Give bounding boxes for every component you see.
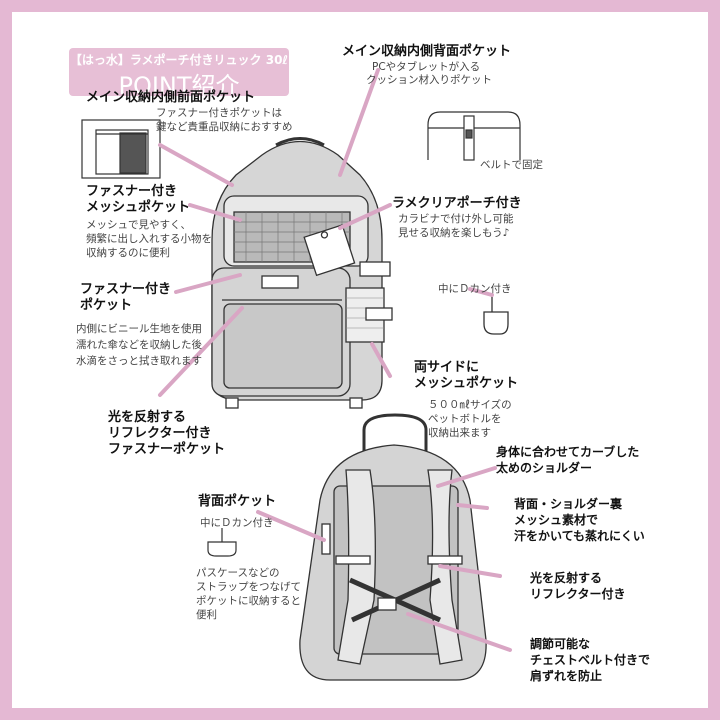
- backpack-back-illustration: [299, 413, 487, 681]
- back-pocket-desc-1: パスケースなどの: [196, 567, 280, 579]
- feature-label-inner-back: メイン収納内側背面ポケット: [342, 44, 512, 59]
- d-ring-illustration: [483, 295, 509, 335]
- feature-label-reflector-pocket: 光を反射する リフレクター付き ファスナーポケット: [108, 410, 226, 457]
- feature-label-mesh-pocket: ファスナー付き メッシュポケット: [86, 184, 191, 215]
- inner-back-pocket-illustration: [427, 111, 521, 161]
- feature-label-reflector: 光を反射する リフレクター付き: [530, 571, 626, 601]
- back-pocket-desc-4: 便利: [196, 609, 217, 621]
- feature-label-back-pocket: 背面ポケット: [198, 494, 277, 509]
- feature-desc-inner-front-2: 鍵など貴重品収納におすすめ: [156, 121, 293, 133]
- feature-desc-side-mesh-3: 収納出来ます: [428, 427, 491, 439]
- feature-desc-glitter-pouch-1: カラビナで付け外し可能: [398, 213, 514, 225]
- feature-label-inner-front: メイン収納内側前面ポケット: [86, 90, 256, 105]
- feature-label-zip-pocket: ファスナー付き ポケット: [80, 282, 172, 313]
- feature-desc-glitter-pouch-2: 見せる収納を楽しもう♪: [398, 227, 510, 239]
- back-pocket-desc-3: ポケットに収納すると: [196, 595, 301, 607]
- back-pocket-desc-2: ストラップをつなげて: [196, 581, 301, 593]
- feature-label-mesh-back: 背面・ショルダー裏 メッシュ素材で 汗をかいても蒸れにくい: [514, 497, 645, 543]
- feature-label-chest-belt: 調節可能な チェストベルト付きで 肩ずれを防止: [530, 637, 651, 683]
- backpack-front-illustration: [211, 137, 393, 409]
- feature-label-shoulder: 身体に合わせてカーブした 太めのショルダー: [496, 445, 640, 475]
- feature-label-side-mesh: 両サイドに メッシュポケット: [414, 360, 519, 391]
- belt-caption: ベルトで固定: [480, 159, 543, 171]
- feature-desc-inner-front-1: ファスナー付きポケットは: [156, 107, 282, 119]
- feature-desc-inner-back-2: クッション材入りポケット: [366, 74, 492, 86]
- feature-desc-mesh-pocket-2: 頻繁に出し入れする小物を: [86, 233, 212, 245]
- feature-desc-side-mesh-2: ペットボトルを: [428, 413, 502, 425]
- feature-desc-zip-pocket-3: 水滴をさっと拭き取れます: [76, 355, 202, 367]
- inner-front-pocket-illustration: [81, 119, 161, 179]
- d-ring-small-illustration: [207, 528, 237, 557]
- title-banner: 【はっ水】ラメポーチ付きリュック 30ℓ POINT紹介: [69, 48, 289, 100]
- feature-desc-mesh-pocket-3: 収納するのに便利: [86, 247, 170, 259]
- feature-desc-zip-pocket-2: 濡れた傘などを収納した後: [76, 339, 202, 351]
- pointer-lines: [158, 68, 512, 652]
- feature-label-glitter-pouch: ラメクリアポーチ付き: [392, 196, 522, 211]
- d-ring-caption: 中にＤカン付き: [438, 283, 512, 295]
- feature-desc-inner-back-1: PCやタブレットが入る: [372, 61, 481, 73]
- feature-desc-zip-pocket-1: 内側にビニール生地を使用: [76, 323, 202, 335]
- back-d-ring-caption: 中にＤカン付き: [200, 517, 274, 529]
- feature-desc-mesh-pocket-1: メッシュで見やすく、: [86, 219, 191, 231]
- product-tag: 【はっ水】ラメポーチ付きリュック 30ℓ: [69, 53, 289, 67]
- feature-desc-side-mesh-1: ５００㎖サイズの: [428, 399, 512, 411]
- page-heading: POINT紹介: [118, 72, 240, 100]
